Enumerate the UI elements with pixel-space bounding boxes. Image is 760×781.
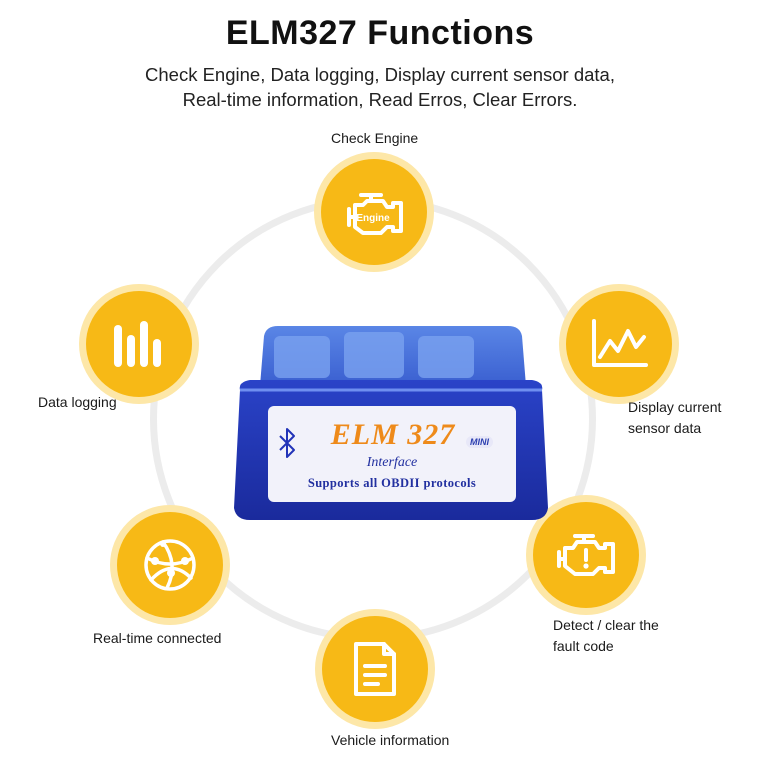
check-engine-label: Check Engine [331,130,419,146]
data-logging-label: Data logging [38,394,117,410]
sensor-data-line-2: sensor data [628,420,702,436]
fault-code-label: Detect / clear the fault code [553,615,659,657]
page-subtitle: Check Engine, Data logging, Display curr… [0,62,760,112]
device-brand: ELM 327 [330,418,456,451]
vehicle-info-label: Vehicle information [331,732,450,748]
device-protocol-text: Supports all OBDII protocols [307,476,477,490]
device-label: ELM 327 MINI Interface Supports all OBDI… [272,410,512,502]
sensor-data-line-1: Display current [628,399,722,415]
realtime-badge [117,512,223,618]
engine-warning-icon [557,534,615,576]
engine-icon-text: Engine [356,213,390,224]
fault-code-line-1: Detect / clear the [553,617,659,633]
subtitle-line-1: Check Engine, Data logging, Display curr… [145,64,615,85]
elm327-device: ELM 327 MINI Interface Supports all OBDI… [226,318,556,528]
data-logging-badge [86,291,192,397]
device-interface-text: Interface [366,455,418,470]
bar-chart-icon [114,321,161,367]
sensor-data-badge [566,291,672,397]
elm327-device-shape [234,326,548,520]
sensor-data-label: Display current sensor data [628,397,721,439]
engine-icon: Engine [347,193,403,235]
document-icon [354,642,396,696]
check-engine-badge: Engine [321,159,427,265]
line-chart-icon [592,319,648,367]
fault-code-badge [533,502,639,608]
device-mini-badge: MINI [466,436,493,448]
realtime-label: Real-time connected [93,630,222,646]
fault-code-line-2: fault code [553,638,614,654]
vehicle-info-badge [322,616,428,722]
page-title: ELM327 Functions [225,14,535,52]
globe-network-icon [144,539,196,591]
subtitle-line-2: Real-time information, Read Erros, Clear… [182,89,578,110]
